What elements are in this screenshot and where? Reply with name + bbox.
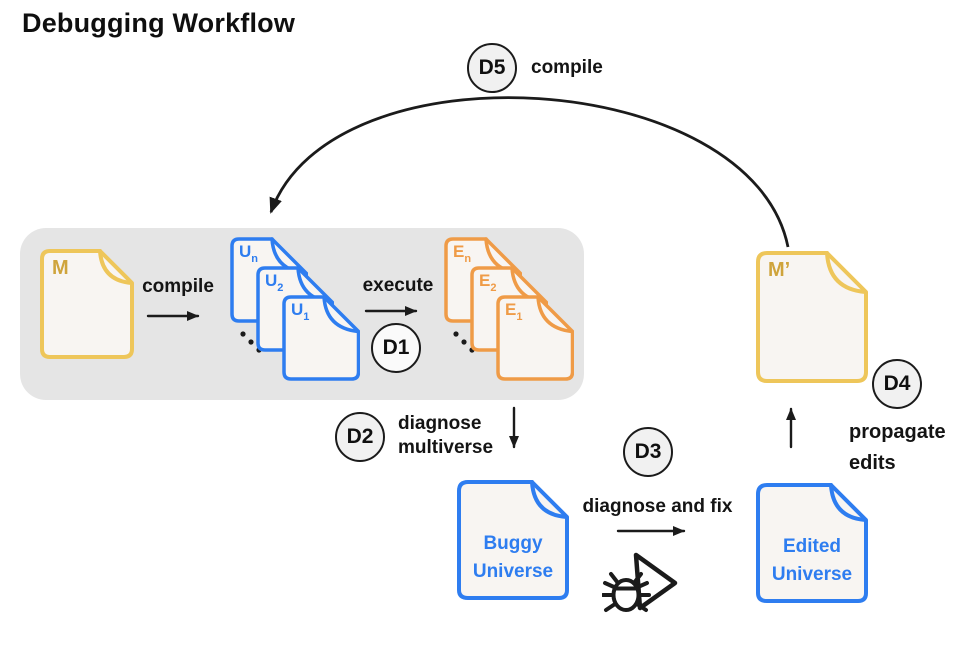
doc-edited-universe: Edited Universe [756, 483, 868, 603]
d2-caption: diagnose multiverse [398, 413, 494, 458]
doc-m-label: M [52, 257, 69, 279]
compile-edge-label: compile [142, 276, 214, 297]
document-icon [40, 249, 134, 359]
page-title: Debugging Workflow [22, 8, 296, 38]
d4-caption: propagate edits [849, 421, 946, 474]
document-icon [457, 480, 569, 600]
doc-m-prime: M’ [756, 251, 868, 383]
step-circle-d4: D4 [872, 359, 922, 409]
step-circle-d1: D1 [371, 323, 421, 373]
document-icon [756, 483, 868, 603]
d5-compile-curve-arrow [269, 96, 790, 248]
execute-edge-label: execute [362, 275, 434, 296]
document-icon [756, 251, 868, 383]
e-stack: En E2 E1 [444, 237, 576, 383]
doc-m-prime-label: M’ [768, 259, 791, 281]
diagnose-fix-edge-label: diagnose and fix [582, 496, 733, 517]
u-stack: Un U2 U1 [230, 237, 362, 383]
step-circle-d3: D3 [623, 427, 673, 477]
step-circle-d2: D2 [335, 412, 385, 462]
debug-icon [602, 552, 678, 612]
step-circle-d5: D5 [467, 43, 517, 93]
doc-e-1: E1 [496, 295, 574, 381]
doc-u-1: U1 [282, 295, 360, 381]
doc-m: M [40, 249, 134, 359]
doc-buggy-universe: Buggy Universe [457, 480, 569, 600]
d5-caption: compile [531, 57, 603, 78]
